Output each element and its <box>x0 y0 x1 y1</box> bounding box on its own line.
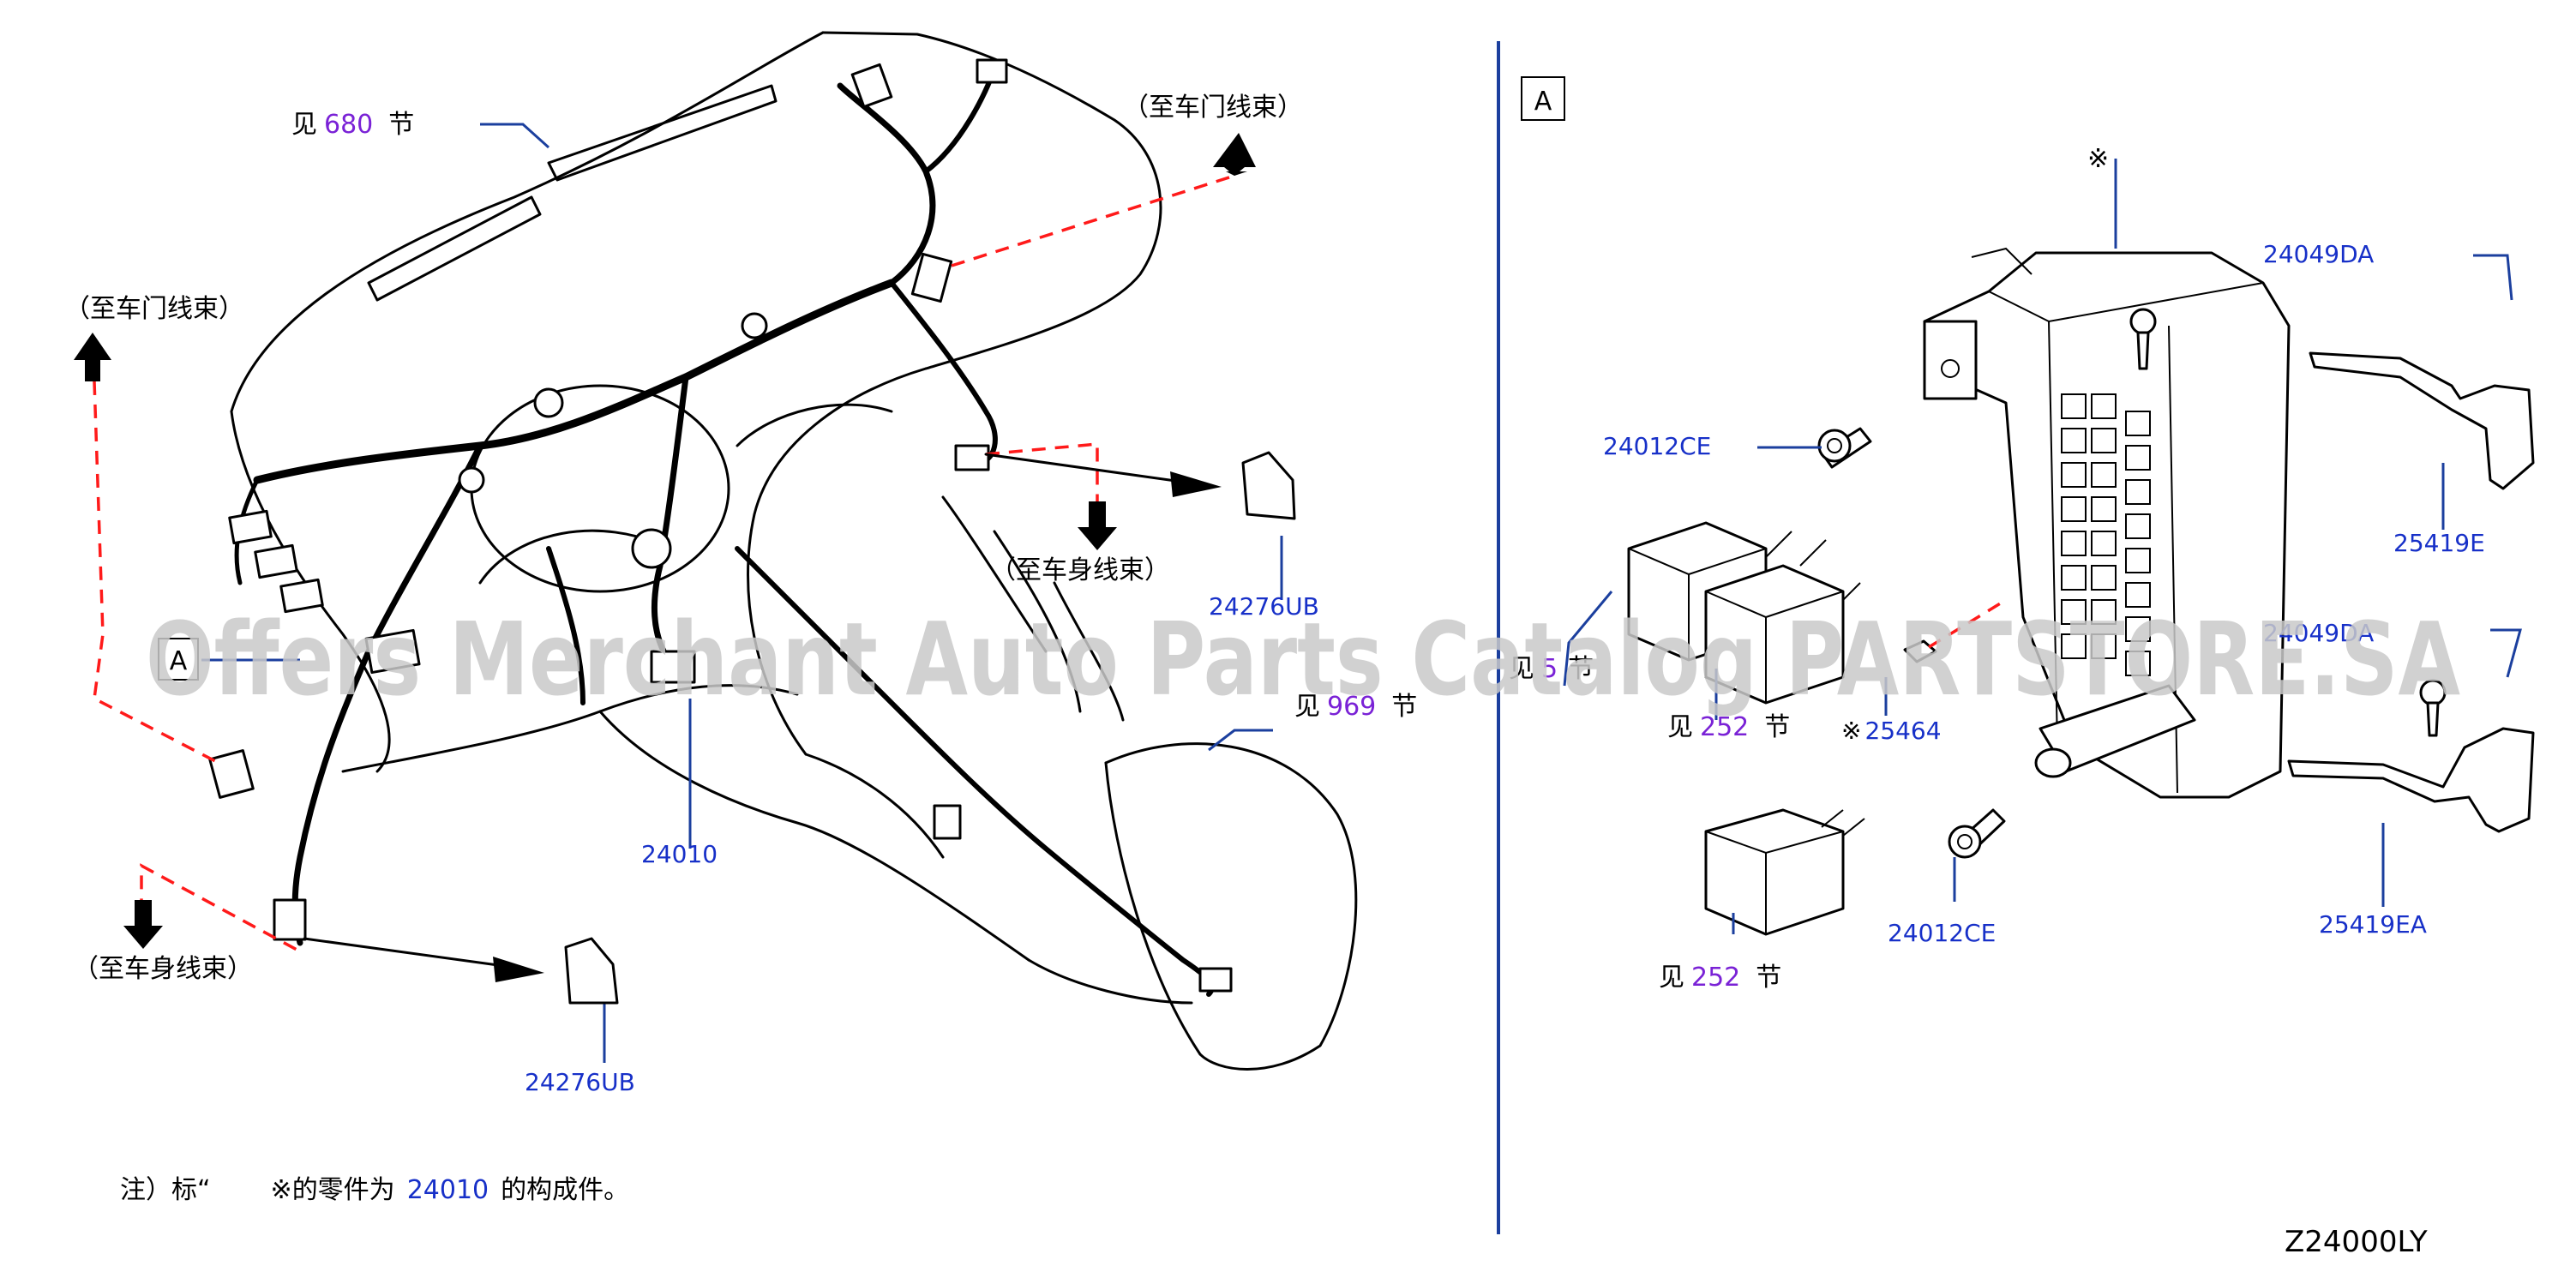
svg-text:见5节: 见5节 <box>1509 654 1594 684</box>
leaders-right <box>1563 159 2522 934</box>
see-suffix: 节 <box>1756 963 1781 993</box>
see-prefix: 见 <box>1509 654 1534 684</box>
part-number-24010: 24010 <box>641 840 718 868</box>
dashboard-illustration <box>230 31 1358 1071</box>
cover-24276UB-left <box>564 937 619 1005</box>
caption-door-harness-right: （至车门线束） <box>1123 93 1303 123</box>
arrow-down-icon <box>1078 501 1117 550</box>
routing-dashes <box>93 174 1235 953</box>
note-suffix: 的构成件。 <box>501 1175 629 1205</box>
bolt-24012CE-top <box>1817 427 1872 469</box>
part-number-24012CE-top: 24012CE <box>1603 432 1711 460</box>
arrow-down-icon <box>123 900 163 949</box>
part-number-24276UB-left: 24276UB <box>525 1068 635 1096</box>
footnote: 注）标“ ※的零件为 24010 的构成件。 <box>120 1175 629 1205</box>
note-middle: 的零件为 <box>292 1175 395 1205</box>
section-ref-252-bottom: 252 <box>1691 963 1740 993</box>
bracket-25419EA <box>2287 727 2535 833</box>
relay-large <box>1627 521 1861 705</box>
part-number-25419E: 25419E <box>2393 529 2485 557</box>
bracket-25419E <box>2309 351 2535 490</box>
part-number-25419EA: 25419EA <box>2319 910 2427 939</box>
section-ref-252-top: 252 <box>1700 712 1749 742</box>
part-number-24049DA-top: 24049DA <box>2263 240 2374 268</box>
caption-door-harness-left: （至车门线束） <box>64 294 244 324</box>
part-number-24049DA-bottom: 24049DA <box>2263 619 2374 647</box>
see-prefix: 见 <box>1667 712 1693 742</box>
section-ref-969: 969 <box>1327 692 1376 722</box>
bolt-24012CE-bottom <box>1948 808 2006 859</box>
see-prefix: 见 <box>1659 963 1684 993</box>
section-ref-5: 5 <box>1541 654 1558 684</box>
leaders-left <box>201 123 1283 1063</box>
relay-holder-25464 <box>1903 639 1937 663</box>
see-suffix: 节 <box>388 110 414 140</box>
caption-body-harness-left: （至车身线束） <box>73 954 253 984</box>
screw-24049DA-top <box>2129 308 2157 370</box>
asterisk-top: ※ <box>2087 144 2109 174</box>
asterisk-25464: ※ <box>1841 717 1861 745</box>
section-ref-680: 680 <box>324 110 373 140</box>
cover-24276UB-right <box>1241 451 1296 520</box>
see-prefix: 见 <box>1294 692 1320 722</box>
arrow-right-icon <box>1170 471 1222 497</box>
arrow-up-icon <box>1213 133 1256 176</box>
see-suffix: 节 <box>1764 712 1790 742</box>
part-number-24012CE-bottom: 24012CE <box>1888 919 1996 947</box>
note-prefix: 注）标“ <box>120 1175 211 1205</box>
note-part: 24010 <box>407 1175 489 1205</box>
relay-small <box>1704 808 1865 936</box>
part-number-24276UB-right: 24276UB <box>1209 592 1319 621</box>
main-harness <box>208 58 1233 997</box>
svg-text:※25464: ※25464 <box>1841 717 1942 745</box>
arrow-up-icon <box>74 333 111 381</box>
view-marker-right-label: A <box>1534 87 1552 117</box>
junction-box <box>1923 247 2291 799</box>
part-number-25464: 25464 <box>1864 717 1941 745</box>
see-suffix: 节 <box>1391 692 1417 722</box>
view-marker-right <box>1521 76 1565 121</box>
watermark: Offers Merchant Auto Parts Catalog PARTS… <box>146 600 2460 718</box>
direction-arrows <box>74 133 1256 982</box>
view-marker-left-label: A <box>170 646 188 676</box>
see-prefix: 见 <box>291 110 317 140</box>
note-asterisk: ※ <box>271 1175 292 1205</box>
diagram-code: Z24000LY <box>2285 1225 2428 1259</box>
arrow-right-icon <box>493 957 544 982</box>
caption-body-harness-right: （至车身线束） <box>990 555 1170 585</box>
view-marker-left <box>158 638 199 681</box>
see-suffix: 节 <box>1568 654 1594 684</box>
screw-24049DA-bottom <box>2419 679 2447 737</box>
